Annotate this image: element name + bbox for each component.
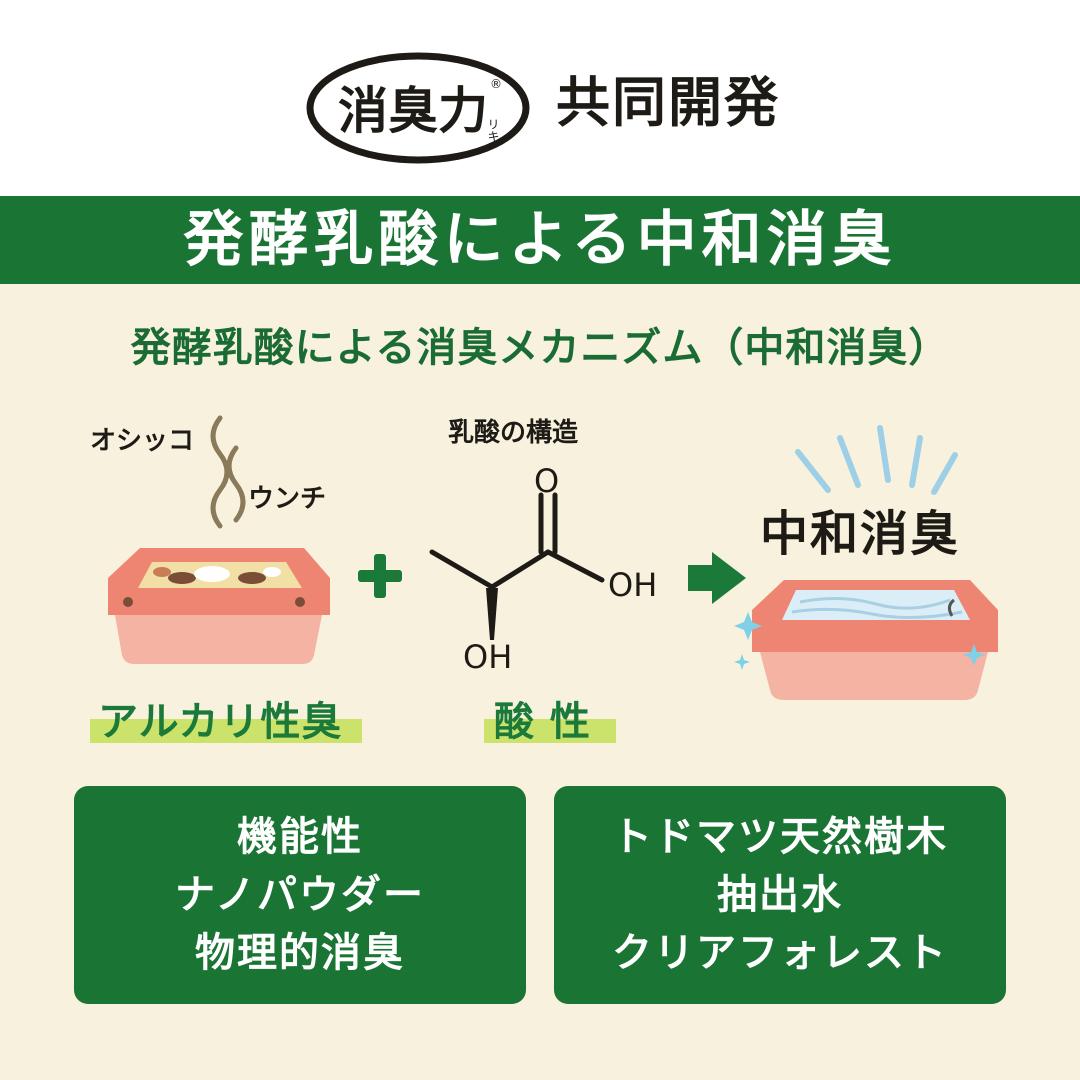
acid-highlight: [484, 719, 616, 743]
feature-line: 抽出水: [717, 872, 843, 918]
band-title: 発酵乳酸による中和消臭: [183, 205, 897, 275]
feature-line: クリアフォレスト: [612, 930, 948, 976]
right-arrow-icon: [688, 552, 746, 604]
alkaline-odor-label: アルカリ性臭: [98, 699, 343, 745]
shoshuriki-logo: 消臭力 ® リキ: [306, 52, 530, 164]
logo-registered-mark: ®: [490, 77, 502, 91]
logo-text: 消臭力: [338, 82, 488, 140]
title-band: 発酵乳酸による中和消臭: [0, 196, 1080, 284]
dirty-litter-tray-icon: [108, 548, 330, 664]
odor-steam-icon: [210, 415, 246, 529]
oxygen-label: O: [534, 462, 559, 500]
feature-line: ナノパウダー: [175, 872, 425, 918]
mechanism-subtitle: 発酵乳酸による消臭メカニズム（中和消臭）: [130, 325, 950, 371]
neutralization-label: 中和消臭: [760, 506, 961, 562]
alkaline-highlight: [90, 719, 362, 743]
sparkle-rays-icon: [795, 425, 958, 495]
stool-label: ウンチ: [248, 484, 327, 514]
clean-litter-tray-icon: [752, 580, 998, 700]
header: 消臭力 ® リキ 共同開発: [0, 0, 1080, 196]
hydroxyl-right-label: OH: [608, 566, 657, 604]
wedge-bond: [486, 588, 498, 640]
feature-box-clear-forest: トドマツ天然樹木 抽出水 クリアフォレスト: [554, 786, 1006, 1004]
joint-development-label: 共同開発: [556, 71, 780, 134]
urine-label: オシッコ: [90, 426, 195, 456]
feature-line: トドマツ天然樹木: [612, 814, 948, 860]
plus-icon: [358, 554, 402, 598]
hydroxyl-bottom-label: OH: [463, 638, 512, 676]
acid-label: 酸 性: [494, 699, 591, 745]
lactic-acid-structure: [429, 492, 605, 590]
feature-line: 機能性: [237, 814, 363, 860]
feature-line: 物理的消臭: [195, 930, 405, 976]
sparkle-star-icon: [734, 612, 985, 670]
logo-reading: リキ: [486, 118, 500, 142]
lactic-structure-title: 乳酸の構造: [448, 418, 579, 448]
feature-box-nanopowder: 機能性 ナノパウダー 物理的消臭: [74, 786, 526, 1004]
